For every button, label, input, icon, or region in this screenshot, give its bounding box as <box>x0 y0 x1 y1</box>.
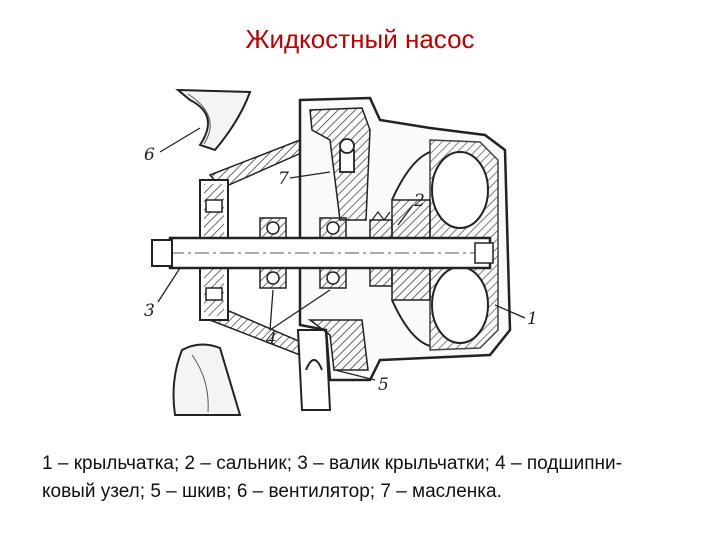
seal <box>369 211 393 287</box>
callout-2: 2 <box>413 191 425 211</box>
fan-blade-top <box>175 88 252 152</box>
water-pump-drawing: 6 7 2 3 4 5 1 <box>130 80 560 420</box>
callout-1: 1 <box>527 309 538 329</box>
callout-5: 5 <box>378 375 389 395</box>
legend-caption: 1 – крыльчатка; 2 – сальник; 3 – валик к… <box>42 450 702 506</box>
leader-lines <box>157 127 526 381</box>
caption-line-2: ковый узел; 5 – шкив; 6 – вентилятор; 7 … <box>42 481 502 502</box>
callout-3: 3 <box>144 301 155 321</box>
impeller-shaft <box>151 236 492 270</box>
bearing-unit <box>259 217 347 289</box>
fan-blade-bottom <box>172 343 242 416</box>
callout-4: 4 <box>265 329 277 349</box>
callout-6: 6 <box>144 145 155 165</box>
callout-7: 7 <box>278 169 289 189</box>
caption-line-1: 1 – крыльчатка; 2 – сальник; 3 – валик к… <box>42 453 622 474</box>
slide-title: Жидкостный насос <box>245 24 475 54</box>
pump-cross-section: 6 7 2 3 4 5 1 <box>144 88 538 416</box>
fastener-nuts <box>205 199 494 301</box>
grease-fitting <box>339 138 355 173</box>
